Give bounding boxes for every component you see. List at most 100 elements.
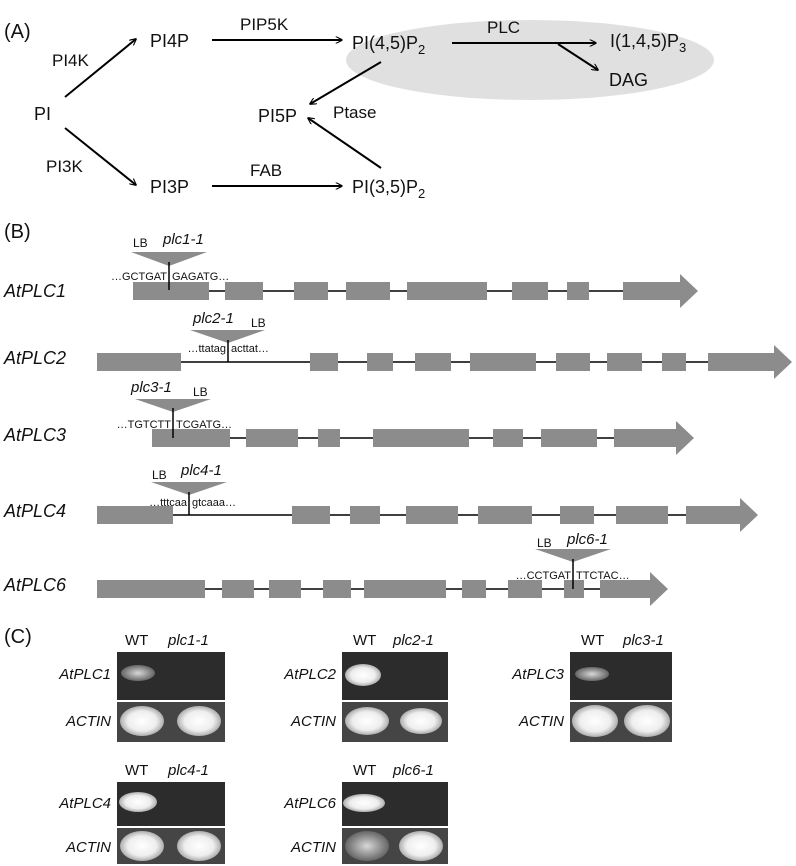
exon [541,429,597,447]
exon [318,429,340,447]
exon [310,353,338,371]
exon [407,282,487,300]
arrow-pi35p2-pi5p [308,118,382,169]
seq-right: GAGATG… [172,271,229,283]
actin-band-mutant [177,831,221,861]
enzyme-pi4k: PI4K [52,51,90,70]
allele-label: plc2-1 [192,310,234,327]
exon [350,506,380,524]
gene-row-label: AtPLC4 [58,795,111,812]
panel-b: (B) AtPLC1 LB plc1-1 …GCTGAT GAGATG… AtP… [3,221,792,606]
final-exon-arrow [686,498,758,532]
exon [406,506,458,524]
exon [415,353,451,371]
lb-label: LB [193,385,208,399]
allele-label: plc4-1 [180,462,222,479]
lane-label-wt: WT [353,632,376,649]
exon [133,282,209,300]
exon [269,580,301,598]
lane-label-wt: WT [125,762,148,779]
actin-band-wt [120,831,164,861]
lb-label: LB [133,236,148,250]
node-pi45p2-base: PI(4,5)P [352,33,418,53]
actin-band-mutant [624,705,670,737]
node-pi35p2-base: PI(3,5)P [352,177,418,197]
final-exon-arrow [614,421,694,455]
t-dna-insertion-triangle [535,549,611,562]
actin-row-label: ACTIN [518,713,564,730]
seq-right: TTCTAC… [576,570,630,582]
band-wt [345,664,381,686]
arrow-pi-pi3p [64,127,136,185]
seq-right: TCGATG… [176,419,232,431]
exon [512,282,548,300]
arrow-pi45p2-pi5p [310,61,382,104]
exon [225,282,263,300]
enzyme-pip5k: PIP5K [240,15,289,34]
node-pi45p2: PI(4,5)P2 [352,33,425,57]
lane-label-mutant: plc6-1 [392,762,434,779]
node-pi: PI [34,104,51,124]
exon [97,353,181,371]
gene-row-label: AtPLC2 [283,666,336,683]
lb-label: LB [537,536,552,550]
panel-c: (C) WT plc1-1 AtPLC1 ACTIN WT plc2-1 AtP… [4,626,672,864]
band-wt [119,792,157,812]
allele-label: plc6-1 [566,531,608,548]
gene-name: AtPLC1 [3,281,66,301]
actin-band-wt [572,705,618,737]
gel-plc3: WT plc3-1 AtPLC3 ACTIN [511,632,672,742]
t-dna-insertion-triangle [190,330,265,343]
lane-label-mutant: plc4-1 [167,762,209,779]
actin-band-mutant [177,706,221,736]
seq-left: …tttcaa [149,497,188,509]
actin-band-wt [120,706,164,736]
band-wt [343,794,385,812]
node-ip3: I(1,4,5)P3 [610,31,686,55]
lane-label-wt: WT [125,632,148,649]
arrow-pi45p2-dag [557,43,598,70]
lane-label-mutant: plc2-1 [392,632,434,649]
exon [567,282,589,300]
gene-row-label: AtPLC3 [511,666,564,683]
band-wt [121,665,155,681]
t-dna-insertion-triangle [131,252,207,266]
actin-band-mutant [400,708,442,734]
final-exon-arrow [600,572,668,606]
exon [493,429,523,447]
node-pi3p: PI3P [150,177,189,197]
node-dag: DAG [609,70,648,90]
enzyme-fab: FAB [250,161,282,180]
actin-row-label: ACTIN [290,839,336,856]
exon [462,580,486,598]
band-wt [575,667,609,681]
gene-row-label: AtPLC1 [58,666,111,683]
gene-name: AtPLC2 [3,348,66,368]
panel-a-label: (A) [4,21,31,43]
panel-c-label: (C) [4,626,32,648]
exon [292,506,330,524]
node-pi45p2-sub: 2 [418,42,425,57]
exon [346,282,390,300]
exon [662,353,686,371]
seq-left: …ttatag [187,343,226,355]
lb-label: LB [152,468,167,482]
gene-row-label: AtPLC6 [283,795,336,812]
seq-right: acttat… [231,343,269,355]
enzyme-ptase: Ptase [333,103,376,122]
gel-plc6: WT plc6-1 AtPLC6 ACTIN [283,762,448,864]
plc-highlight-region [346,20,714,100]
lane-label-wt: WT [353,762,376,779]
seq-left: …GCTGAT [111,271,167,283]
gel-plc4: WT plc4-1 AtPLC4 ACTIN [58,762,225,864]
gene-model-atplc6: AtPLC6 LB plc6-1 …CCTGAT TTCTAC… [3,531,668,606]
exon [246,429,298,447]
exon [470,353,536,371]
exon [508,580,542,598]
seq-right: gtcaaa… [192,497,236,509]
node-pi35p2: PI(3,5)P2 [352,177,425,201]
gene-name: AtPLC3 [3,425,66,445]
exon [97,580,205,598]
allele-label: plc1-1 [162,231,204,248]
final-exon-arrow [708,345,792,379]
